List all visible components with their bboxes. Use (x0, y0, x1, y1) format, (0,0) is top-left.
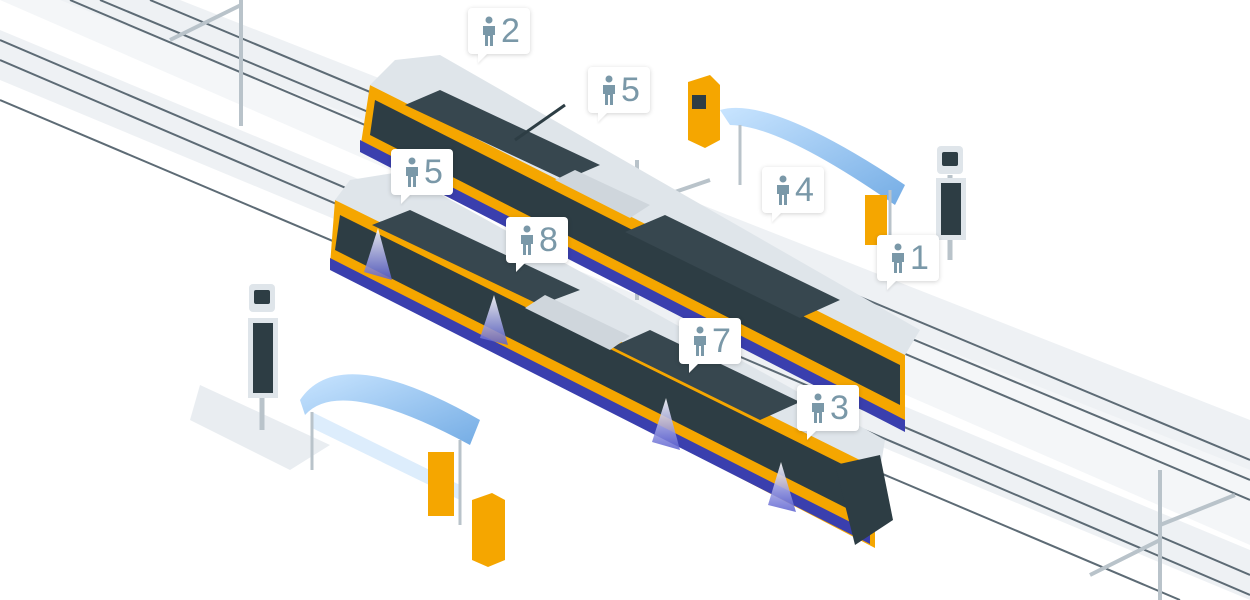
bus-stop-sign-front (248, 284, 278, 430)
ticket-machines (472, 75, 720, 567)
passenger-badge: 2 (468, 8, 530, 54)
passenger-count: 8 (539, 221, 558, 259)
person-icon (483, 16, 495, 46)
person-icon (777, 175, 789, 205)
passenger-count: 4 (795, 171, 814, 209)
passenger-badge: 7 (679, 318, 741, 364)
person-icon (603, 75, 615, 105)
tram-shelter-front (300, 374, 480, 525)
passenger-badge: 1 (877, 235, 939, 281)
tram-back (360, 55, 920, 432)
passenger-count: 7 (712, 322, 731, 360)
passenger-badge: 8 (506, 217, 568, 263)
passenger-count: 3 (830, 389, 849, 427)
passenger-badge: 5 (588, 67, 650, 113)
passenger-badge: 4 (762, 167, 824, 213)
passenger-count: 1 (910, 239, 929, 277)
tram-front (330, 172, 893, 548)
passenger-badge: 3 (797, 385, 859, 431)
passenger-count: 5 (621, 71, 640, 109)
person-icon (812, 393, 824, 423)
person-icon (406, 157, 418, 187)
passenger-count: 2 (501, 12, 520, 50)
person-icon (521, 225, 533, 255)
bus-stop-sign-back (936, 146, 966, 260)
person-icon (892, 243, 904, 273)
person-icon (694, 326, 706, 356)
passenger-sensor-beams (364, 228, 796, 512)
passenger-count: 5 (424, 153, 443, 191)
passenger-badge: 5 (391, 149, 453, 195)
